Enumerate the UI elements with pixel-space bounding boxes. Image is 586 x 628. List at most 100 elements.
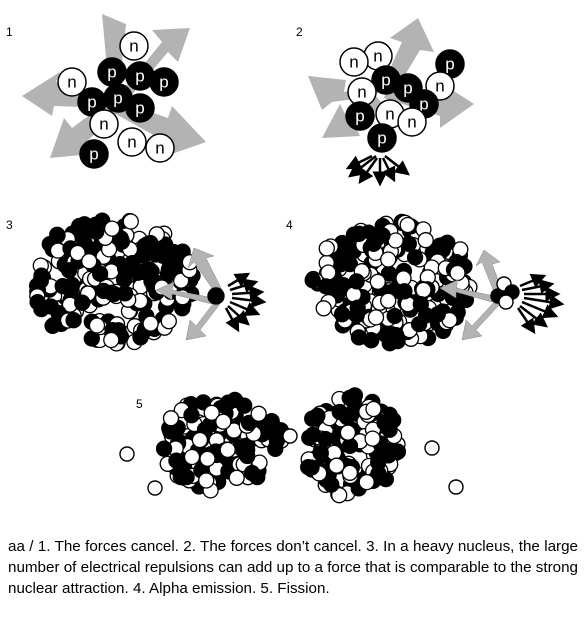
- proton: [73, 226, 91, 244]
- neutron: [369, 273, 386, 290]
- neutron: [199, 450, 216, 467]
- proton: [333, 306, 351, 323]
- panel-4-strong-force-arrows: [439, 249, 503, 341]
- proton-label: p: [445, 55, 454, 74]
- panel-label-2: 2: [296, 25, 303, 39]
- neutron: [341, 464, 359, 481]
- neutron-label: n: [435, 77, 444, 96]
- caption-text: The forces cancel. 2. The forces don’t c…: [8, 538, 578, 597]
- proton: p: [345, 101, 375, 131]
- neutron: n: [397, 107, 427, 137]
- neutron: [183, 448, 201, 466]
- proton: [178, 468, 195, 486]
- proton: [346, 387, 364, 404]
- neutron: [380, 292, 397, 309]
- panel-5-left-fragment: [155, 391, 290, 499]
- proton: [45, 316, 62, 334]
- proton-label: p: [159, 73, 168, 92]
- proton: [406, 249, 424, 266]
- neutron: n: [119, 31, 149, 61]
- proton: [309, 407, 326, 424]
- proton: [323, 476, 340, 493]
- neutron: [417, 232, 434, 249]
- proton: [396, 283, 413, 300]
- proton-label: p: [355, 107, 364, 126]
- proton: [400, 235, 417, 252]
- neutron: [399, 216, 416, 234]
- neutron: [380, 251, 397, 268]
- proton: [88, 223, 105, 240]
- proton: [60, 262, 78, 279]
- proton: [383, 326, 401, 343]
- proton: [303, 459, 320, 476]
- panel-4-alpha-neutron: [498, 294, 514, 310]
- neutron-label: n: [67, 73, 76, 92]
- panel-label-4: 4: [286, 218, 293, 232]
- neutron: [191, 431, 209, 449]
- neutron: [339, 424, 357, 441]
- neutron-label: n: [349, 53, 358, 72]
- proton: [183, 407, 200, 424]
- proton: [370, 454, 387, 471]
- neutron: [228, 469, 245, 486]
- neutron: [219, 441, 236, 459]
- neutron-label: n: [99, 115, 108, 134]
- neutron: [365, 400, 382, 418]
- proton: [338, 408, 356, 426]
- neutron-label: n: [155, 139, 164, 158]
- proton: [389, 443, 407, 460]
- panel-3-repulsion-arrows: [224, 272, 267, 333]
- neutron: n: [339, 47, 369, 77]
- neutron: [315, 300, 332, 317]
- proton: [168, 452, 185, 469]
- neutron: [203, 404, 220, 421]
- proton: [386, 307, 403, 325]
- panel-3-strong-force-arrows: [155, 247, 223, 341]
- neutron: [415, 281, 432, 299]
- neutron: [367, 309, 385, 326]
- proton: [74, 294, 91, 311]
- proton: [263, 413, 280, 430]
- proton: [33, 267, 50, 284]
- neutron: [215, 413, 232, 430]
- proton: [116, 260, 134, 277]
- neutron-label: n: [129, 37, 138, 56]
- neutron: n: [117, 127, 147, 157]
- panel-5-free-neutron: [282, 428, 298, 444]
- panel-2-repulsion-arrows: [345, 154, 410, 187]
- proton-label: p: [419, 95, 428, 114]
- panel-label-3: 3: [6, 218, 13, 232]
- panel-5-free-neutron: [424, 440, 440, 456]
- neutron: [122, 213, 139, 230]
- panel-label-1: 1: [6, 25, 13, 39]
- proton-label: p: [381, 71, 390, 90]
- proton-label: p: [135, 67, 144, 86]
- neutron: n: [145, 133, 175, 163]
- neutron: [142, 315, 159, 332]
- proton-label: p: [89, 145, 98, 164]
- panel-5-free-neutron: [119, 446, 135, 462]
- neutron: [364, 430, 381, 447]
- proton: [267, 440, 284, 457]
- proton-label: p: [403, 79, 412, 98]
- proton: [159, 265, 177, 283]
- proton: p: [149, 67, 179, 97]
- proton: [304, 272, 321, 289]
- proton-label: p: [113, 89, 122, 108]
- neutron-label: n: [373, 47, 382, 66]
- proton: p: [367, 123, 397, 153]
- neutron-label: n: [407, 113, 416, 132]
- proton: p: [125, 93, 155, 123]
- panel-label-5: 5: [136, 397, 143, 411]
- proton-label: p: [135, 99, 144, 118]
- proton: [429, 306, 446, 323]
- proton: [155, 440, 173, 457]
- proton: [363, 332, 380, 349]
- panel-5-free-neutron: [448, 479, 464, 495]
- panel-3-nucleus-cluster: [28, 212, 201, 352]
- neutron: [320, 264, 337, 281]
